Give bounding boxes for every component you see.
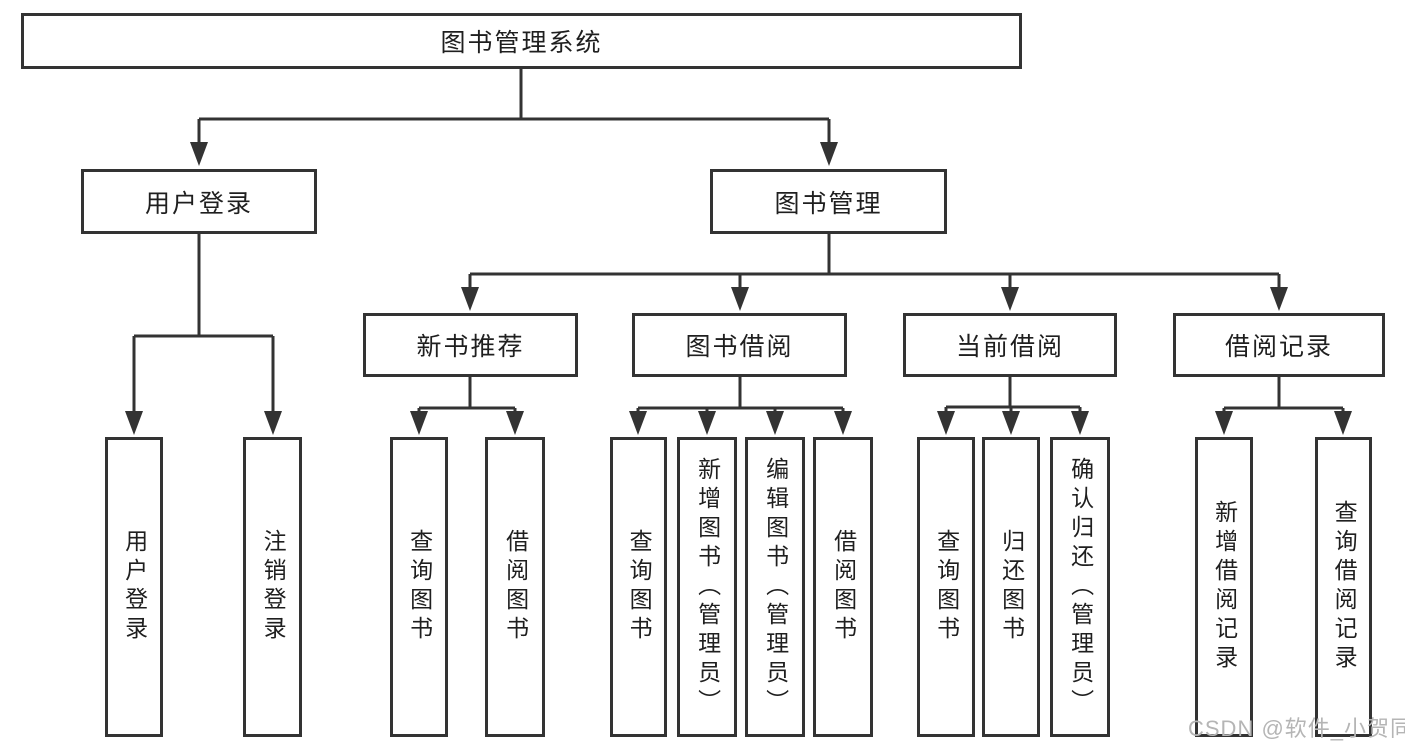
leaf-borrow-book-recommend: 借阅图书 (485, 437, 545, 737)
node-user-login: 用户登录 (81, 169, 317, 234)
connector-borrow-records-to-leaves (1215, 377, 1352, 435)
connector-book-management-to-level3 (461, 234, 1288, 311)
node-new-book-recommend-label: 新书推荐 (416, 333, 525, 361)
node-root-label: 图书管理系统 (440, 29, 603, 57)
leaf-query-borrow-record: 查询借阅记录 (1315, 437, 1372, 737)
watermark: CSDN @软件_小贺同学 (1188, 716, 1405, 741)
node-borrow-records-label: 借阅记录 (1224, 333, 1333, 361)
node-current-borrow-label: 当前借阅 (955, 333, 1064, 361)
leaf-query-book-borrow: 查询图书 (610, 437, 667, 737)
leaf-query-book-borrow-label: 查询图书 (626, 529, 653, 645)
leaf-query-book-current-label: 查询图书 (933, 529, 960, 645)
leaf-edit-book-admin: 编辑图书（管理员） (745, 437, 805, 737)
leaf-confirm-return-admin-label: 确认归还（管理员） (1067, 456, 1094, 718)
node-user-login-label: 用户登录 (144, 189, 253, 218)
node-book-borrow-label: 图书借阅 (685, 333, 794, 361)
leaf-query-book-recommend: 查询图书 (390, 437, 448, 737)
leaf-confirm-return-admin: 确认归还（管理员） (1050, 437, 1110, 737)
connector-user-login-to-leaves (125, 234, 282, 435)
leaf-add-borrow-record: 新增借阅记录 (1195, 437, 1253, 737)
node-root: 图书管理系统 (21, 13, 1022, 69)
connector-new-book-recommend-to-leaves (410, 377, 524, 435)
connector-book-borrow-to-leaves (629, 377, 852, 435)
node-borrow-records: 借阅记录 (1173, 313, 1385, 377)
leaf-add-book-admin: 新增图书（管理员） (677, 437, 737, 737)
leaf-query-borrow-record-label: 查询借阅记录 (1331, 500, 1358, 674)
leaf-return-book-label: 归还图书 (998, 529, 1025, 645)
node-book-borrow: 图书借阅 (632, 313, 847, 377)
leaf-borrow-book-label: 借阅图书 (830, 529, 857, 645)
leaf-borrow-book-recommend-label: 借阅图书 (502, 529, 529, 645)
leaf-edit-book-admin-label: 编辑图书（管理员） (762, 456, 789, 718)
leaf-logout: 注销登录 (243, 437, 302, 737)
leaf-user-login-label: 用户登录 (121, 529, 148, 645)
leaf-add-book-admin-label: 新增图书（管理员） (694, 456, 721, 718)
leaf-query-book-current: 查询图书 (917, 437, 975, 737)
node-new-book-recommend: 新书推荐 (363, 313, 578, 377)
leaf-user-login: 用户登录 (105, 437, 163, 737)
leaf-query-book-recommend-label: 查询图书 (406, 529, 433, 645)
leaf-return-book: 归还图书 (982, 437, 1040, 737)
leaf-logout-label: 注销登录 (260, 529, 287, 645)
node-book-management: 图书管理 (710, 169, 947, 234)
leaf-borrow-book: 借阅图书 (813, 437, 873, 737)
node-current-borrow: 当前借阅 (903, 313, 1117, 377)
leaf-add-borrow-record-label: 新增借阅记录 (1211, 500, 1238, 674)
node-book-management-label: 图书管理 (774, 189, 883, 218)
connector-current-borrow-to-leaves (937, 377, 1089, 435)
connector-root-to-level2 (190, 68, 838, 166)
